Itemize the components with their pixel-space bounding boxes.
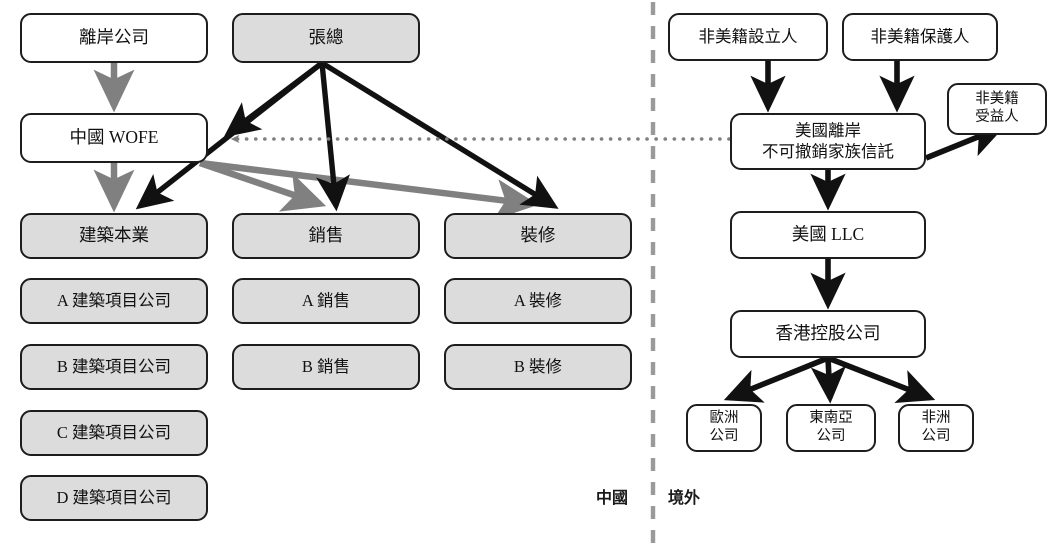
node-label: 美國離岸 不可撤銷家族信託 — [762, 121, 894, 161]
node-us-llc[interactable]: 美國 LLC — [730, 211, 926, 259]
node-africa-company[interactable]: 非洲 公司 — [898, 404, 974, 452]
node-label: 歐洲 公司 — [709, 410, 739, 444]
node-decoration-b[interactable]: B 裝修 — [444, 344, 632, 390]
node-sales-main[interactable]: 銷售 — [232, 213, 420, 259]
node-label: D 建築項目公司 — [56, 487, 172, 507]
node-label: C 建築項目公司 — [56, 422, 172, 442]
node-label: 建築本業 — [79, 225, 149, 246]
node-nonus-settlor[interactable]: 非美籍設立人 — [668, 13, 828, 61]
node-decoration-a[interactable]: A 裝修 — [444, 278, 632, 324]
node-label: 非美籍保護人 — [870, 26, 970, 46]
node-us-offshore-trust[interactable]: 美國離岸 不可撤銷家族信託 — [730, 113, 926, 170]
node-label: A 裝修 — [513, 290, 563, 310]
node-label: B 銷售 — [301, 356, 351, 376]
node-sales-b[interactable]: B 銷售 — [232, 344, 420, 390]
node-label: 裝修 — [520, 225, 556, 246]
node-label: 東南亞 公司 — [809, 410, 853, 444]
node-label: 香港控股公司 — [775, 323, 881, 344]
node-label: 非洲 公司 — [921, 410, 951, 444]
node-label: 離岸公司 — [79, 27, 149, 48]
node-sea-company[interactable]: 東南亞 公司 — [786, 404, 876, 452]
node-hk-holding[interactable]: 香港控股公司 — [730, 310, 926, 358]
node-label: A 銷售 — [301, 290, 351, 310]
node-label: 非美籍 受益人 — [975, 91, 1019, 125]
zone-label-offshore: 境外 — [668, 490, 701, 507]
node-nonus-protector[interactable]: 非美籍保護人 — [842, 13, 998, 61]
node-chairman-zhang[interactable]: 張總 — [232, 13, 420, 63]
node-decoration-main[interactable]: 裝修 — [444, 213, 632, 259]
node-nonus-beneficiary[interactable]: 非美籍 受益人 — [947, 83, 1047, 135]
node-construction-b[interactable]: B 建築項目公司 — [20, 344, 208, 390]
node-label: 中國 WOFE — [69, 127, 159, 148]
node-construction-c[interactable]: C 建築項目公司 — [20, 410, 208, 456]
node-europe-company[interactable]: 歐洲 公司 — [686, 404, 762, 452]
node-label: 銷售 — [308, 225, 344, 246]
node-label: 張總 — [308, 27, 344, 48]
node-label: B 裝修 — [513, 356, 563, 376]
node-label: A 建築項目公司 — [56, 290, 172, 310]
node-construction-a[interactable]: A 建築項目公司 — [20, 278, 208, 324]
zone-label-china: 中國 — [596, 490, 629, 507]
node-label: B 建築項目公司 — [56, 356, 172, 376]
node-label: 非美籍設立人 — [698, 26, 798, 46]
node-label: 美國 LLC — [791, 224, 865, 245]
node-construction-d[interactable]: D 建築項目公司 — [20, 475, 208, 521]
node-offshore-company[interactable]: 離岸公司 — [20, 13, 208, 63]
node-china-wofe[interactable]: 中國 WOFE — [20, 113, 208, 163]
node-construction-main[interactable]: 建築本業 — [20, 213, 208, 259]
node-sales-a[interactable]: A 銷售 — [232, 278, 420, 324]
